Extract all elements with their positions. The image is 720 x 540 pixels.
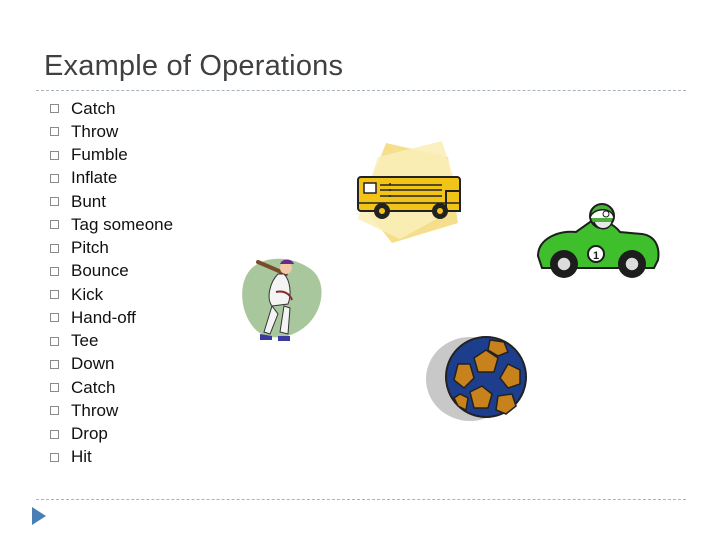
list-item: Drop <box>50 423 173 446</box>
list-item: Bounce <box>50 260 173 283</box>
soccer-ball-clipart <box>426 336 527 421</box>
list-item: Fumble <box>50 144 173 167</box>
list-item: Kick <box>50 283 173 306</box>
list-item: Pitch <box>50 237 173 260</box>
baseball-batter-clipart <box>242 258 322 341</box>
title-divider <box>36 90 686 91</box>
checkbox-bullet-icon <box>50 266 59 276</box>
checkbox-bullet-icon <box>50 313 59 323</box>
checkbox-bullet-icon <box>50 173 59 183</box>
school-bus-clipart <box>357 141 462 243</box>
race-car-clipart: 1 <box>536 203 660 278</box>
list-item: Catch <box>50 97 173 120</box>
footer-divider <box>36 499 686 500</box>
operations-list: Catch Throw Fumble Inflate Bunt Tag some… <box>50 97 173 469</box>
checkbox-bullet-icon <box>50 127 59 137</box>
list-item: Catch <box>50 376 173 399</box>
list-item: Tag someone <box>50 213 173 236</box>
list-item: Tee <box>50 330 173 353</box>
svg-text:1: 1 <box>593 250 599 262</box>
slide-title: Example of Operations <box>44 50 344 82</box>
checkbox-bullet-icon <box>50 406 59 416</box>
list-item: Throw <box>50 120 173 143</box>
list-item: Hand-off <box>50 306 173 329</box>
checkbox-bullet-icon <box>50 383 59 393</box>
checkbox-bullet-icon <box>50 359 59 369</box>
checkbox-bullet-icon <box>50 243 59 253</box>
checkbox-bullet-icon <box>50 197 59 207</box>
checkbox-bullet-icon <box>50 290 59 300</box>
list-item: Down <box>50 353 173 376</box>
list-item: Bunt <box>50 190 173 213</box>
list-item: Hit <box>50 446 173 469</box>
list-item: Throw <box>50 399 173 422</box>
next-slide-arrow-icon[interactable] <box>32 507 46 525</box>
checkbox-bullet-icon <box>50 429 59 439</box>
checkbox-bullet-icon <box>50 150 59 160</box>
checkbox-bullet-icon <box>50 220 59 230</box>
checkbox-bullet-icon <box>50 452 59 462</box>
checkbox-bullet-icon <box>50 104 59 114</box>
list-item: Inflate <box>50 167 173 190</box>
checkbox-bullet-icon <box>50 336 59 346</box>
